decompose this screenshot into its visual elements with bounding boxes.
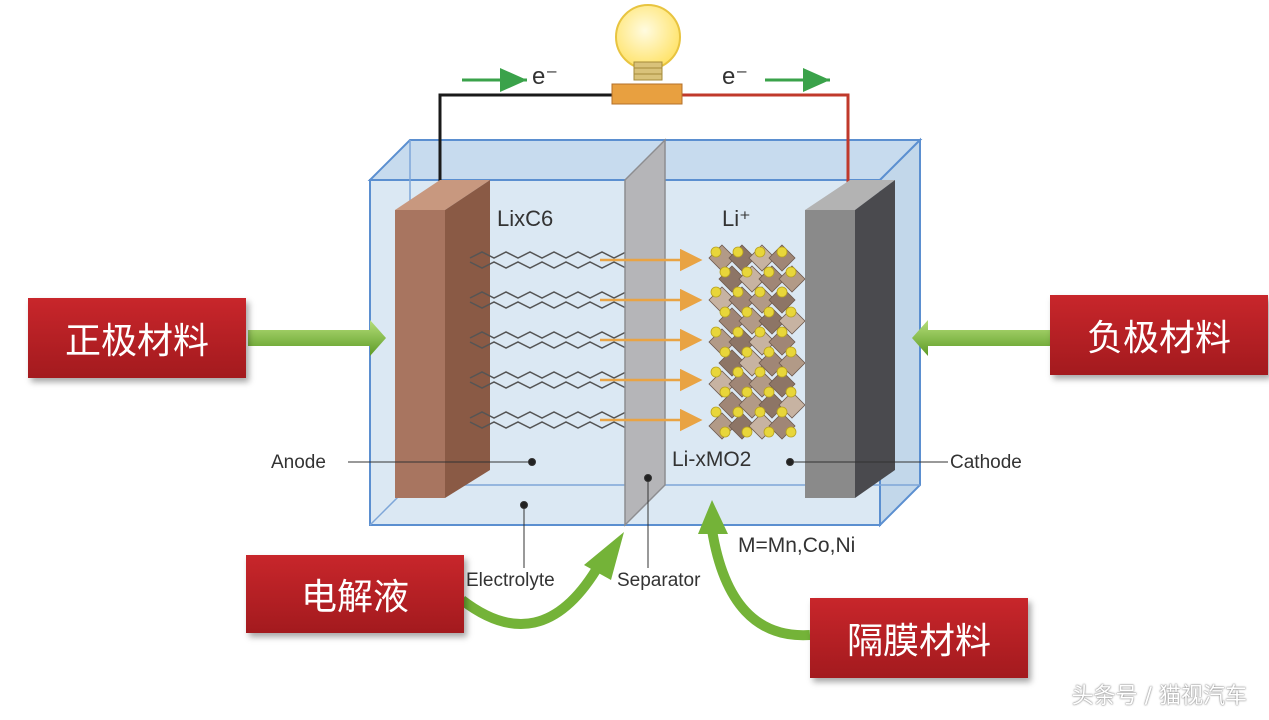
lithium-sphere (754, 366, 766, 378)
lithium-sphere (732, 406, 744, 418)
li-ion-arrows (600, 248, 703, 432)
cathode-plate (805, 180, 895, 498)
lithium-sphere (719, 306, 731, 318)
lithium-sphere (754, 326, 766, 338)
lithium-sphere (776, 406, 788, 418)
crystal-octahedron (768, 286, 796, 314)
lithium-sphere (710, 406, 722, 418)
separator-membrane (624, 138, 666, 527)
lithium-sphere (741, 386, 753, 398)
lithium-sphere (785, 426, 797, 438)
callout-arrow-positive (248, 320, 386, 356)
lithium-sphere (710, 366, 722, 378)
lithium-sphere (763, 386, 775, 398)
light-bulb-icon (611, 4, 683, 105)
lithium-sphere (785, 266, 797, 278)
lithium-sphere (719, 266, 731, 278)
lithium-sphere (732, 326, 744, 338)
lithium-sphere (710, 326, 722, 338)
lithium-sphere (776, 366, 788, 378)
lithium-sphere (741, 426, 753, 438)
lithium-sphere (763, 306, 775, 318)
lithium-sphere (754, 286, 766, 298)
callout-electrolyte: 电解液 (246, 555, 464, 633)
anode-material-label: LixC6 (497, 206, 554, 231)
lithium-sphere (776, 326, 788, 338)
lithium-sphere (754, 406, 766, 418)
lithium-sphere (710, 286, 722, 298)
lithium-sphere (763, 266, 775, 278)
lithium-sphere (776, 286, 788, 298)
lithium-sphere (741, 306, 753, 318)
lithium-ion-label: Li⁺ (722, 206, 751, 231)
cathode-crystal (708, 244, 806, 440)
lithium-sphere (763, 346, 775, 358)
lithium-sphere (732, 286, 744, 298)
lithium-sphere (763, 426, 775, 438)
lithium-sphere (719, 426, 731, 438)
electron-label-right: e⁻ (722, 63, 749, 90)
anode-plate (395, 180, 490, 498)
external-circuit (438, 68, 850, 190)
callout-separator-material: 隔膜材料 (810, 598, 1028, 678)
metal-composition-label: M=Mn,Co,Ni (738, 534, 856, 557)
lithium-sphere (754, 246, 766, 258)
watermark: 头条号 / 猫视汽车 (1071, 684, 1247, 709)
callout-positive-material: 正极材料 (28, 298, 246, 378)
separator-label: Separator (617, 570, 701, 591)
lithium-sphere (732, 246, 744, 258)
callout-negative-material: 负极材料 (1050, 295, 1268, 375)
lithium-sphere (785, 386, 797, 398)
lithium-sphere (732, 366, 744, 378)
cathode-label: Cathode (950, 452, 1022, 473)
lithium-sphere (785, 346, 797, 358)
crystal-octahedron (768, 244, 796, 272)
lithium-sphere (719, 386, 731, 398)
graphite-layers (469, 251, 639, 429)
leader-lines (348, 458, 948, 568)
lithium-sphere (776, 246, 788, 258)
crystal-octahedron (778, 307, 806, 335)
electrolyte-label: Electrolyte (466, 570, 555, 591)
anode-label: Anode (271, 452, 326, 473)
callout-arrow-separator (698, 500, 811, 641)
lithium-sphere (785, 306, 797, 318)
cathode-material-label: Li-xMO2 (672, 448, 752, 471)
lithium-sphere (741, 346, 753, 358)
callout-arrow-electrolyte (458, 532, 624, 629)
callout-arrow-negative (912, 320, 1050, 356)
electron-label-left: e⁻ (532, 63, 559, 90)
crystal-octahedron (778, 265, 806, 293)
lithium-sphere (741, 266, 753, 278)
lithium-sphere (719, 346, 731, 358)
lithium-sphere (710, 246, 722, 258)
